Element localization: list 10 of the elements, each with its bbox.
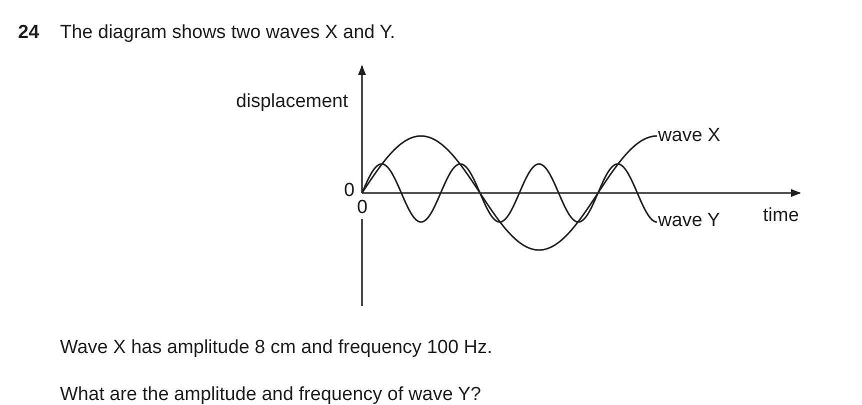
curve-label: wave Y (658, 211, 720, 230)
question-text: Wave X has amplitude 8 cm and frequency 100 Hz. (60, 338, 492, 357)
question-text: The diagram shows two waves X and Y. (60, 23, 396, 42)
origin-label: 0 (357, 198, 368, 217)
curve-label: wave X (658, 126, 720, 145)
axis-label: displacement (236, 92, 348, 111)
axis-label: time (763, 206, 799, 225)
origin-label: 0 (344, 181, 355, 200)
question-number: 24 (18, 23, 40, 42)
question-text: What are the amplitude and frequency of wave Y? (60, 385, 482, 404)
